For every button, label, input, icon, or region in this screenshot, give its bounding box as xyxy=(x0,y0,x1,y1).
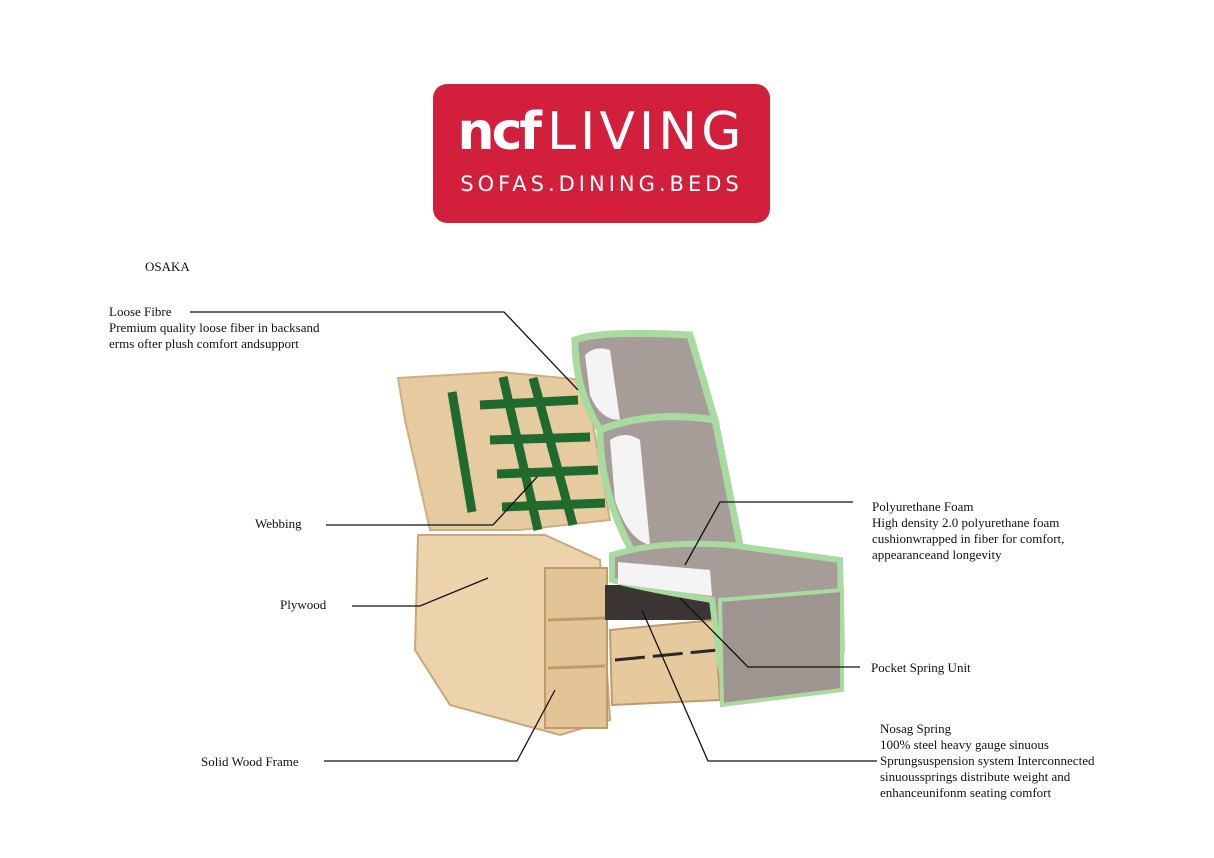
callout-solid-wood-frame: Solid Wood Frame xyxy=(201,754,299,770)
callout-title: Webbing xyxy=(255,516,302,531)
callout-webbing: Webbing xyxy=(255,516,302,532)
leader-plywood xyxy=(352,577,489,607)
callout-title: Solid Wood Frame xyxy=(201,754,299,769)
logo-living-text: LIVING xyxy=(547,102,746,162)
callout-polyurethane-foam: Polyurethane Foam High density 2.0 polyu… xyxy=(872,499,1064,563)
callout-line: enhanceunifonm seating comfort xyxy=(880,785,1052,800)
callout-title: Polyurethane Foam xyxy=(872,499,974,514)
leader-nosag-spring xyxy=(641,609,877,762)
logo-tagline: SOFAS.DINING.BEDS xyxy=(460,172,743,196)
callout-title: Plywood xyxy=(280,597,327,612)
callout-line: sinuoussprings distribute weight and xyxy=(880,769,1071,784)
model-name: OSAKA xyxy=(145,259,190,274)
webbing-straps xyxy=(447,375,606,532)
leader-polyurethane-foam xyxy=(684,501,853,566)
callout-title: Pocket Spring Unit xyxy=(871,660,971,675)
leader-pocket-spring xyxy=(679,597,860,668)
chair-drawing xyxy=(396,329,846,737)
callout-line: 100% steel heavy gauge sinuous xyxy=(880,737,1049,752)
callout-plywood: Plywood xyxy=(280,597,326,613)
callout-line: appearanceand longevity xyxy=(872,547,1002,562)
leader-loose-fibre xyxy=(190,311,579,391)
callout-line: Sprungsuspension system Interconnected xyxy=(880,753,1095,768)
logo-ncf-text: ncf xyxy=(457,102,542,162)
leader-lines xyxy=(190,311,877,762)
callout-nosag-spring: Nosag Spring 100% steel heavy gauge sinu… xyxy=(880,721,1094,801)
callout-title: Loose Fibre xyxy=(109,304,172,319)
callout-line: Premium quality loose fiber in backsand xyxy=(109,320,320,335)
callout-line: cushionwrapped in fiber for comfort, xyxy=(872,531,1065,546)
callout-title: Nosag Spring xyxy=(880,721,952,736)
callout-pocket-spring-unit: Pocket Spring Unit xyxy=(871,660,971,676)
arm-front-panel xyxy=(544,567,608,729)
callout-line: High density 2.0 polyurethane foam xyxy=(872,515,1060,530)
seat-front-panel xyxy=(717,587,844,708)
callout-loose-fibre: Loose Fibre Premium quality loose fiber … xyxy=(109,304,319,352)
leader-solid-wood-frame xyxy=(324,689,556,762)
callout-line: erms ofter plush comfort andsupport xyxy=(109,336,299,351)
leader-webbing xyxy=(326,476,538,526)
